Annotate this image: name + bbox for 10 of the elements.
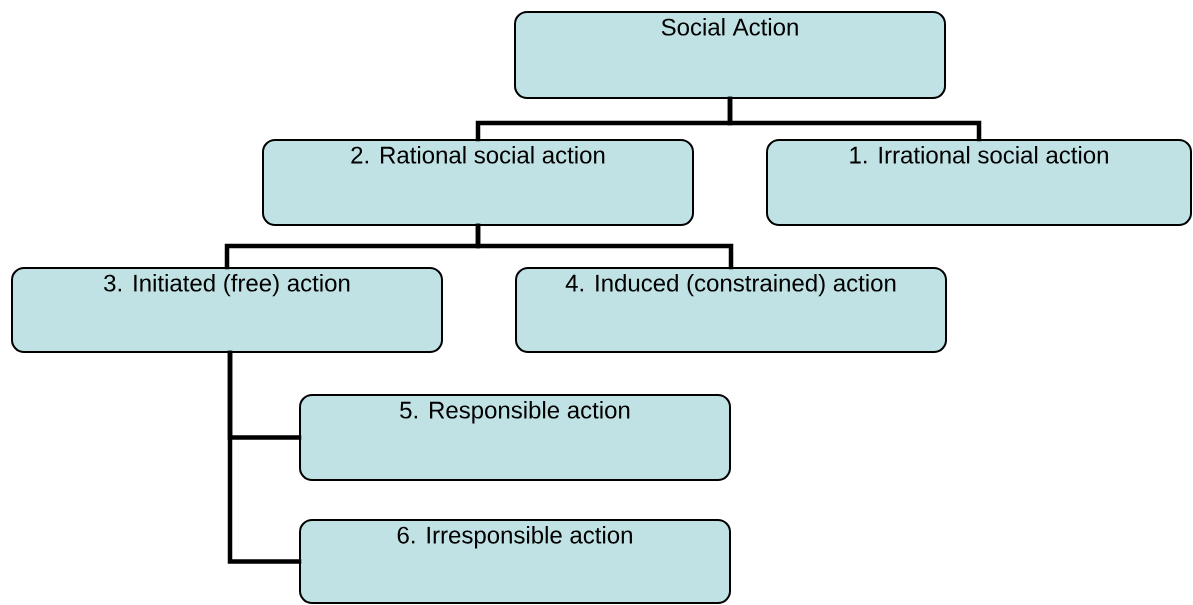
process-box: Social Action bbox=[514, 11, 946, 99]
connector-line bbox=[227, 350, 302, 564]
process-box: 1. Irrational social action bbox=[766, 139, 1192, 226]
process-box: 2. Rational social action bbox=[262, 139, 694, 226]
process-box: 5. Responsible action bbox=[299, 394, 731, 481]
connector-line bbox=[475, 223, 734, 270]
process-box: 3. Initiated (free) action bbox=[11, 267, 443, 353]
process-box: 6. Irresponsible action bbox=[299, 519, 731, 604]
connector-line bbox=[727, 96, 982, 142]
process-box: 4. Induced (constrained) action bbox=[515, 267, 947, 353]
